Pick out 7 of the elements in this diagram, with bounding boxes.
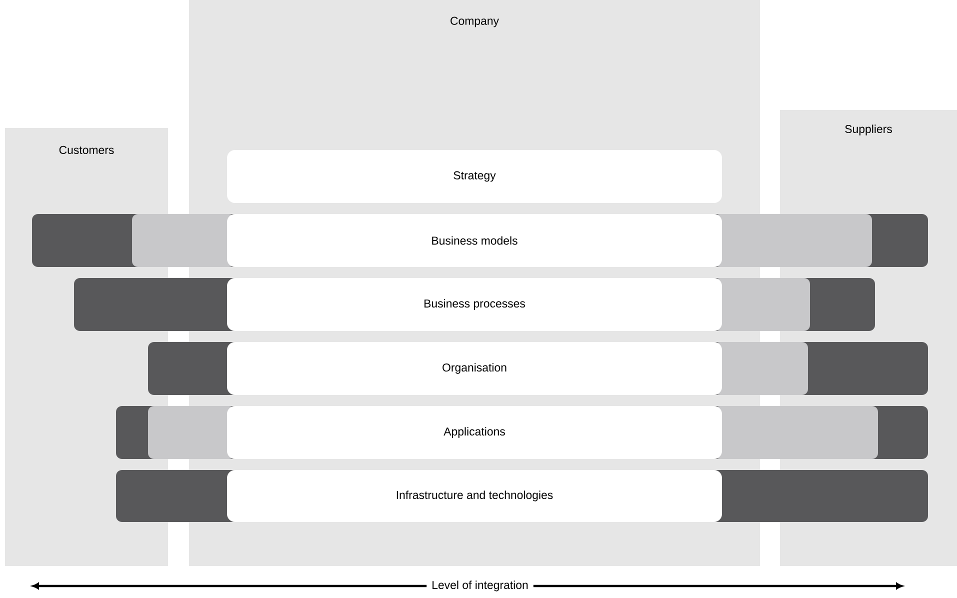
layer-box: Business processes xyxy=(227,278,722,331)
layer-box: Strategy xyxy=(227,150,722,203)
axis-label: Level of integration xyxy=(426,578,534,594)
layer-box: Business models xyxy=(227,214,722,267)
layer-box: Organisation xyxy=(227,342,722,395)
layer-box: Applications xyxy=(227,406,722,459)
layer-box: Infrastructure and technologies xyxy=(227,470,722,522)
